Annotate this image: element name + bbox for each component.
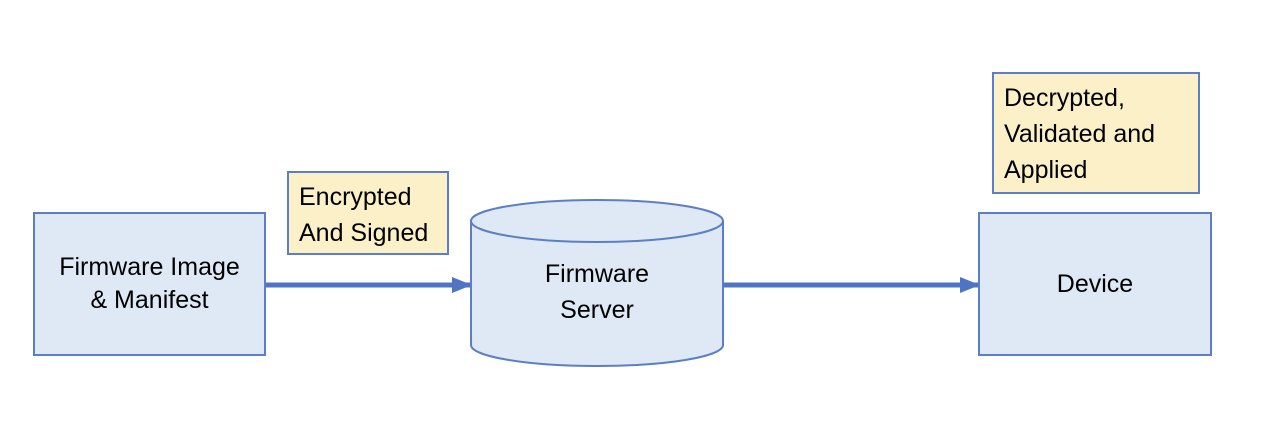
device-label: Device — [1056, 269, 1134, 298]
server-cylinder — [470, 199, 724, 367]
decrypted-validated-applied-note: Decrypted, Validated and Applied — [992, 72, 1200, 194]
device-node: Device — [978, 212, 1212, 356]
firmware-image-manifest-label: Firmware Image & Manifest — [59, 253, 240, 314]
firmware-server-label: Firmware Server — [544, 260, 650, 324]
encrypted-signed-note: Encrypted And Signed — [287, 171, 449, 255]
firmware-image-manifest-node: Firmware Image & Manifest — [33, 212, 266, 356]
